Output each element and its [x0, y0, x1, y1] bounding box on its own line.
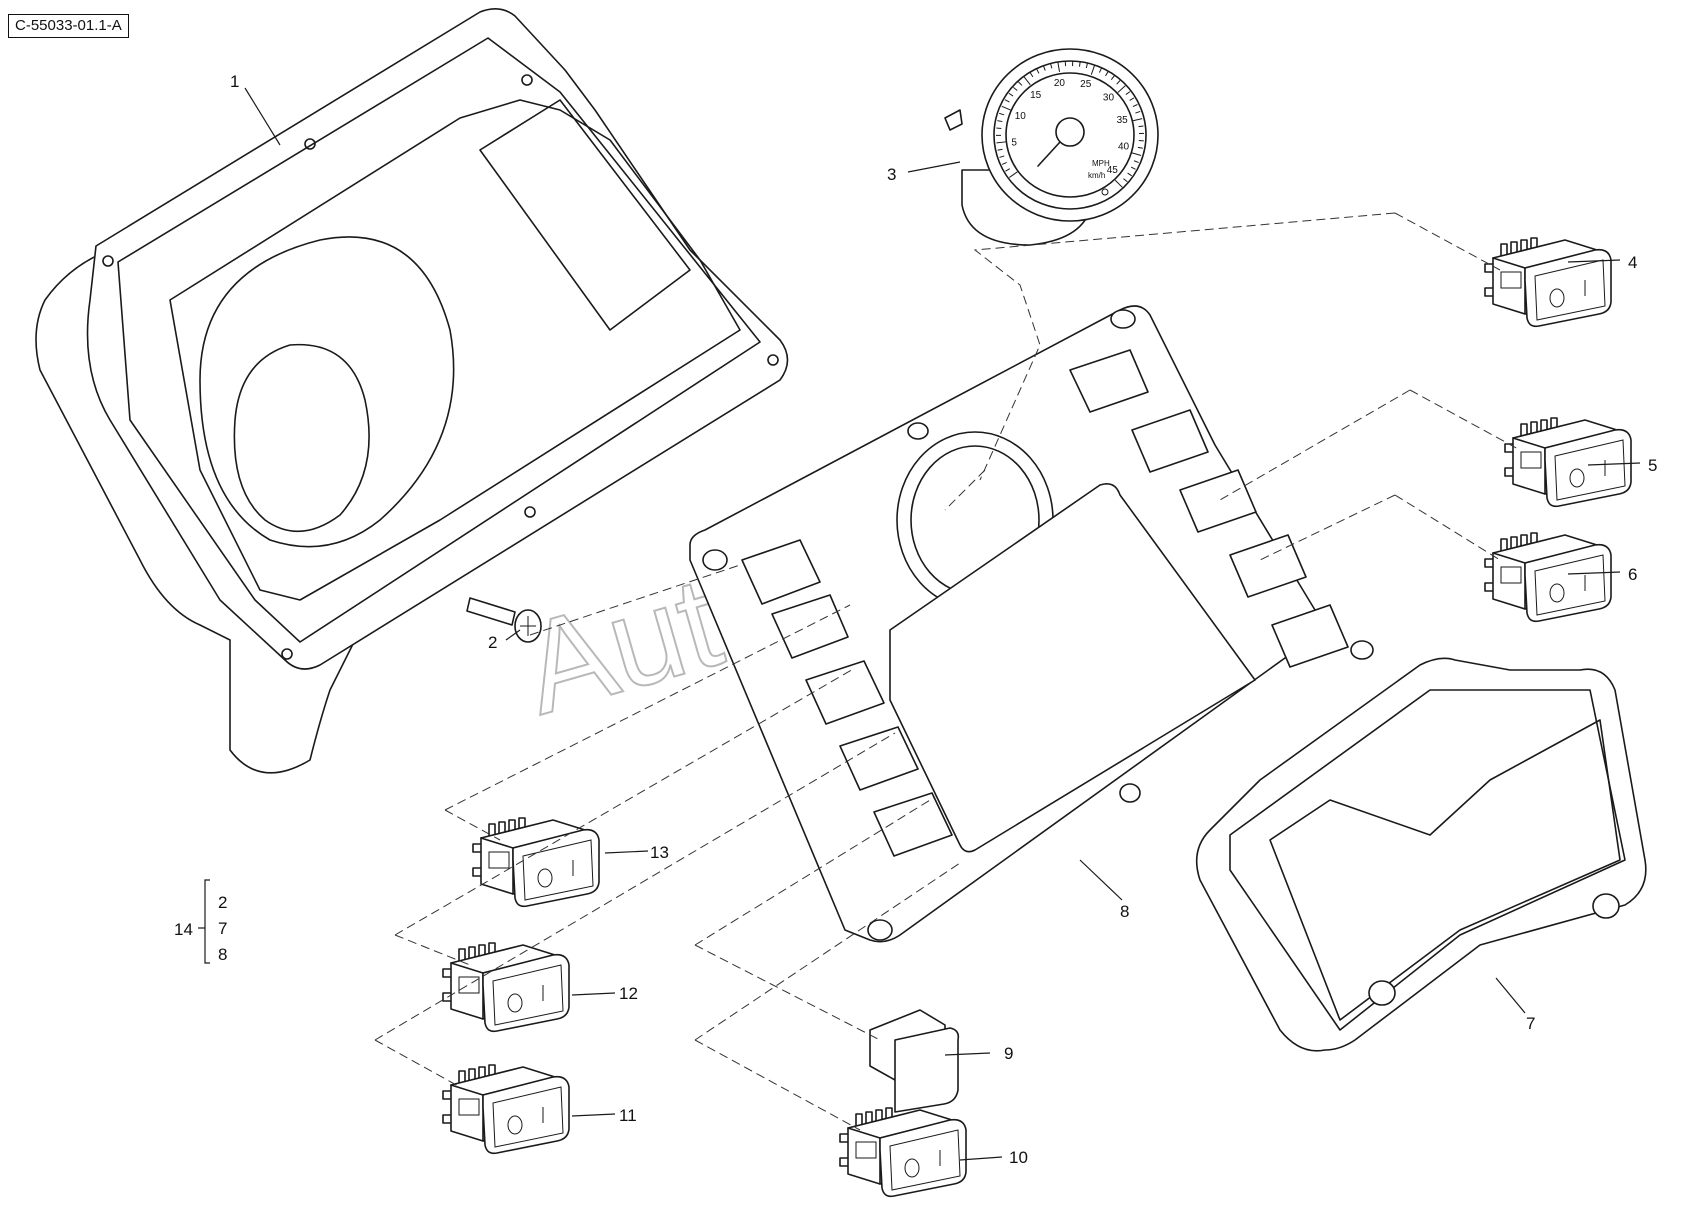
gauge-scale-label: 10	[1015, 111, 1027, 122]
gauge-tick	[996, 141, 1007, 144]
switch-panel	[689, 305, 1374, 943]
gauge-tick	[1057, 61, 1060, 72]
gauge-tick	[1129, 97, 1135, 101]
callout-labels: 1 2 3 4 5 6 7 8 9 10 11 12 13 14 2 7 8	[174, 72, 1657, 1167]
gauge-tick	[1127, 172, 1133, 177]
gauge-tick	[1009, 171, 1018, 178]
gauge-tick	[1018, 81, 1023, 86]
callout-9: 9	[1004, 1044, 1013, 1063]
gauge-scale-label: 30	[1103, 93, 1115, 104]
gauge-scale-label: 40	[1118, 141, 1130, 152]
gauge-tick	[1085, 62, 1088, 69]
gauge-tick	[1138, 125, 1144, 128]
gauge-tick	[1004, 99, 1010, 103]
gauge-tick	[1132, 118, 1143, 122]
callout-3: 3	[887, 165, 896, 184]
leader-lines	[198, 87, 1641, 1161]
assembly-lines	[374, 212, 1521, 1131]
gauge-unit-kmh: km/h	[1088, 171, 1105, 180]
callout-2: 2	[488, 633, 497, 652]
gauge-scale-label: 35	[1117, 115, 1129, 126]
gauge-tick	[999, 112, 1005, 116]
gauge-tick	[1001, 105, 1012, 111]
gauge-tick	[1090, 65, 1096, 75]
gauge-tick	[1131, 152, 1142, 157]
gauge-scale-label: 25	[1080, 79, 1092, 90]
callout-7: 7	[1526, 1014, 1535, 1033]
gauge-tick	[1013, 86, 1018, 91]
gauge-tick	[1125, 91, 1131, 95]
rocker-switch-6	[1484, 532, 1612, 623]
gauge-tick	[1137, 146, 1143, 149]
gauge-scale-label: 15	[1030, 90, 1042, 101]
blank-plug	[869, 1009, 960, 1113]
gauge-tick	[1130, 166, 1136, 170]
reference-code-label: C-55033-01.1-A	[8, 14, 129, 38]
callout-12: 12	[619, 984, 638, 1003]
gauge-scale-label: 5	[1011, 137, 1017, 148]
gauge-tick	[1105, 71, 1109, 77]
callout-10: 10	[1009, 1148, 1028, 1167]
callout-13: 13	[650, 843, 669, 862]
gauge-tick	[1117, 85, 1126, 93]
callout-14: 14	[174, 920, 193, 939]
rocker-switch-10	[839, 1107, 967, 1198]
gauge-tick	[1050, 63, 1053, 69]
rocker-switch-4	[1484, 237, 1612, 328]
gauge-tick	[1078, 61, 1081, 67]
gauge-scale-label: 45	[1107, 165, 1119, 176]
kit-item-8: 8	[218, 945, 227, 964]
callout-5: 5	[1648, 456, 1657, 475]
gauge-tick	[1001, 161, 1007, 165]
gauge-tick	[997, 120, 1003, 123]
gauge-tick	[1116, 80, 1121, 85]
rear-cover	[1195, 657, 1647, 1052]
gauge-tick	[1133, 160, 1139, 164]
gauge-tick	[999, 155, 1005, 158]
callout-6: 6	[1628, 565, 1637, 584]
gauge-tick	[1023, 76, 1031, 86]
callout-4: 4	[1628, 253, 1637, 272]
kit-item-7: 7	[218, 919, 227, 938]
gauge-tick	[1098, 67, 1102, 73]
callout-8: 8	[1120, 902, 1129, 921]
gauge-scale-label: 20	[1054, 78, 1066, 89]
gauge-tick	[1114, 179, 1123, 188]
gauge-tick	[1029, 72, 1034, 78]
callout-1: 1	[230, 72, 239, 91]
rocker-switch-5	[1504, 417, 1632, 508]
rocker-switch-12	[442, 942, 570, 1033]
gauge-tick	[1135, 110, 1141, 114]
gauge-tick	[1043, 65, 1046, 71]
gauge-tick	[997, 148, 1003, 151]
instrument-housing	[35, 8, 789, 774]
gauge-tick	[1110, 75, 1115, 81]
kit-item-2: 2	[218, 893, 227, 912]
callout-11: 11	[619, 1106, 637, 1125]
rocker-switch-11	[442, 1064, 570, 1155]
rocker-switch-13	[472, 817, 600, 908]
gauge-unit-mph: MPH	[1092, 159, 1110, 168]
gauge-tick	[1123, 178, 1128, 183]
gauge-tick	[1005, 168, 1011, 172]
gauge-tick	[1132, 104, 1138, 108]
gauge-tick	[1036, 68, 1040, 74]
gauge-tick	[1008, 92, 1014, 97]
